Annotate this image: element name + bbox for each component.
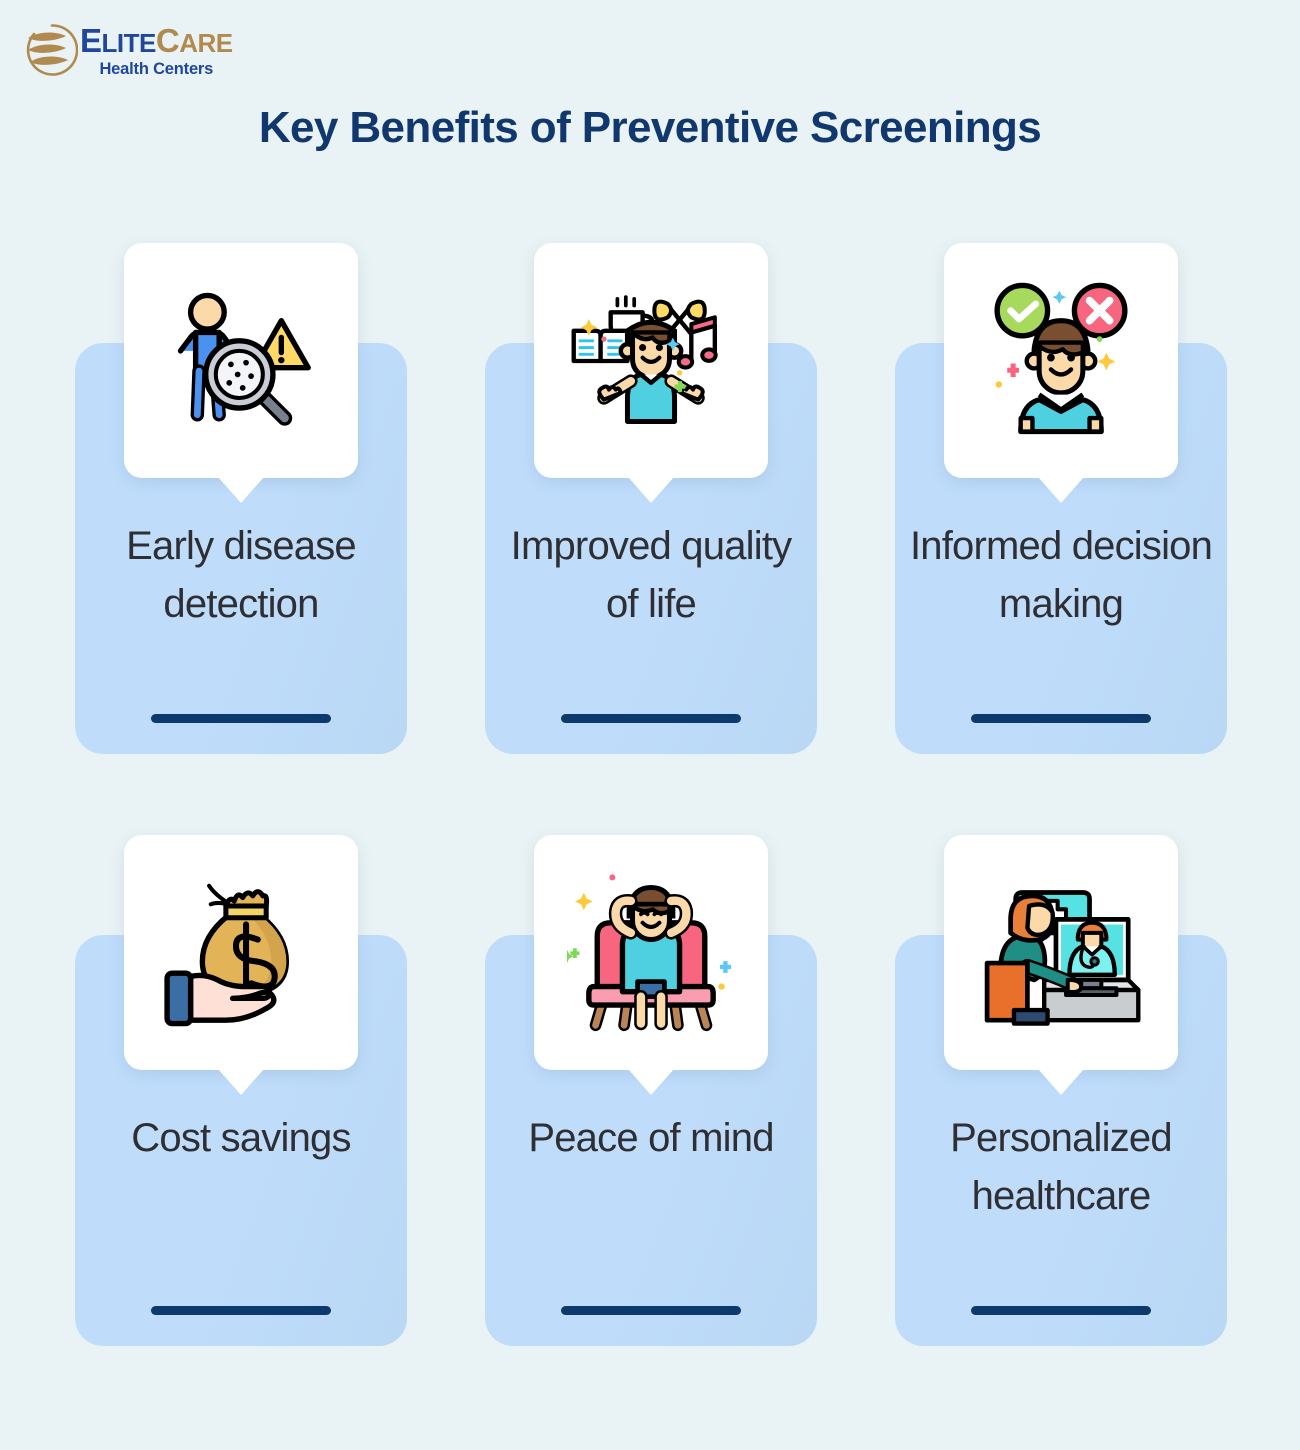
benefit-label: Peace of mind <box>528 1116 774 1160</box>
person-check-cross-choice-icon <box>994 282 1128 434</box>
benefit-underline <box>971 714 1151 723</box>
icon-bubble <box>124 835 358 1070</box>
brand-text: ELITECARE Health Centers <box>80 20 233 79</box>
person-hobbies-coffee-book-music-icon <box>571 294 718 424</box>
benefit-underline <box>971 1306 1151 1315</box>
benefits-grid: Early disease detection <box>75 243 1227 1450</box>
icon-bubble <box>944 835 1178 1070</box>
icon-bubble <box>124 243 358 478</box>
brand-c: C <box>155 22 180 59</box>
benefit-card-personalized-healthcare: Personalized healthcare <box>895 835 1227 1346</box>
person-magnifier-warning-icon <box>177 292 311 426</box>
benefit-underline <box>561 1306 741 1315</box>
brand-wordmark: ELITECARE <box>80 24 233 57</box>
benefit-card-improved-quality-of-life: Improved quality of life <box>485 243 817 754</box>
benefit-label: Early disease detection <box>126 524 357 626</box>
benefit-card-peace-of-mind: Peace of mind <box>485 835 817 1346</box>
brand-are: ARE <box>179 28 233 58</box>
brand-logo: ELITECARE Health Centers <box>22 20 233 79</box>
brand-lite: LITE <box>101 28 157 58</box>
icon-bubble <box>534 243 768 478</box>
leaf-circle-emblem-icon <box>26 24 78 76</box>
brand-e: E <box>80 22 102 59</box>
benefits-row-1: Early disease detection <box>75 243 1227 754</box>
hand-holding-money-bag-icon <box>164 883 290 1026</box>
benefit-underline <box>151 714 331 723</box>
person-relaxing-armchair-icon <box>567 873 731 1031</box>
benefit-label: Improved quality of life <box>510 524 792 626</box>
benefits-row-2: Cost savings <box>75 835 1227 1346</box>
page-title: Key Benefits of Preventive Screenings <box>258 103 1042 152</box>
benefit-label: Informed decision making <box>909 524 1213 626</box>
benefit-card-early-disease-detection: Early disease detection <box>75 243 407 754</box>
benefit-card-informed-decision-making: Informed decision making <box>895 243 1227 754</box>
benefit-label: Personalized healthcare <box>950 1116 1172 1218</box>
benefit-underline <box>151 1306 331 1315</box>
telemedicine-doctor-monitor-icon <box>984 889 1141 1026</box>
icon-bubble <box>534 835 768 1070</box>
benefit-card-cost-savings: Cost savings <box>75 835 407 1346</box>
brand-tagline: Health Centers <box>99 60 214 78</box>
benefit-underline <box>561 714 741 723</box>
benefit-label: Cost savings <box>131 1116 351 1160</box>
icon-bubble <box>944 243 1178 478</box>
